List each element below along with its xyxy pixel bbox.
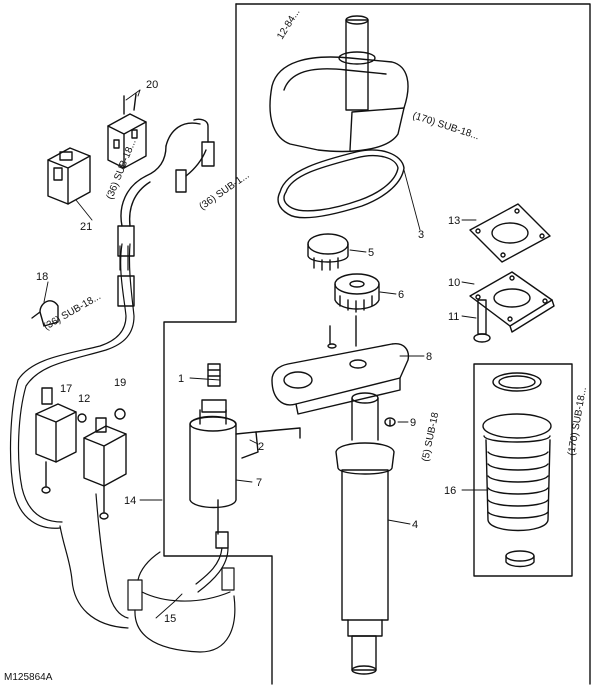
callout-8: 8 bbox=[426, 351, 432, 363]
bolt-11 bbox=[473, 299, 491, 343]
callout-18: 18 bbox=[36, 271, 48, 283]
drawing-code: M125864A bbox=[4, 672, 53, 683]
relay-socket-20 bbox=[107, 93, 147, 169]
callout-17: 17 bbox=[60, 383, 72, 395]
bellows-boot-16 bbox=[473, 363, 573, 577]
flange-plate-10 bbox=[469, 271, 555, 333]
callout-3: 3 bbox=[418, 229, 424, 241]
assembly-boundary-lines bbox=[163, 3, 591, 685]
fuse-holder bbox=[175, 118, 215, 193]
ref-note-bolt: (5) SUB-18 bbox=[420, 411, 441, 463]
ref-note-mid: (36) SUB-1... bbox=[197, 170, 251, 212]
callout-10: 10 bbox=[448, 277, 460, 289]
callout-14: 14 bbox=[124, 495, 136, 507]
steering-shroud bbox=[269, 15, 409, 153]
callout-20: 20 bbox=[146, 79, 158, 91]
callout-15: 15 bbox=[164, 613, 176, 625]
mounting-plate-8 bbox=[271, 343, 410, 415]
callout-labels: 3 5 6 8 4 9 1 7 2 13 10 11 16 14 15 18 1… bbox=[36, 79, 460, 625]
actuator-motor-7 bbox=[189, 363, 301, 549]
callout-16: 16 bbox=[444, 485, 456, 497]
steering-column-4 bbox=[335, 392, 395, 675]
relay-left-a bbox=[35, 387, 77, 494]
callout-leader-lines bbox=[43, 89, 489, 619]
callout-6: 6 bbox=[398, 289, 404, 301]
ref-note-shroud: (170) SUB-18... bbox=[411, 110, 480, 142]
cap-screws bbox=[329, 315, 396, 427]
callout-12: 12 bbox=[78, 393, 90, 405]
relay-21 bbox=[47, 147, 91, 205]
cable-clamp-18 bbox=[31, 300, 59, 327]
drive-gear-6 bbox=[334, 273, 380, 313]
callout-2: 2 bbox=[258, 441, 264, 453]
adjuster-knob-5 bbox=[307, 233, 349, 271]
callout-4: 4 bbox=[412, 519, 418, 531]
callout-9: 9 bbox=[410, 417, 416, 429]
ref-note-far-left: (36) SUB-18... bbox=[42, 291, 103, 332]
relay-left-b bbox=[77, 408, 127, 520]
ref-note-left: (36) SUB-18... bbox=[105, 138, 139, 201]
callout-5: 5 bbox=[368, 247, 374, 259]
motor-wire-harness bbox=[127, 547, 236, 653]
gasket-13 bbox=[469, 203, 551, 263]
callout-1: 1 bbox=[178, 373, 184, 385]
ref-note-top: 12-84... bbox=[275, 7, 302, 42]
harness-connector-upper bbox=[117, 122, 201, 307]
reference-notes: 12-84... (170) SUB-18... (36) SUB-1... (… bbox=[42, 7, 589, 463]
seal-ring bbox=[277, 149, 405, 219]
callout-13: 13 bbox=[448, 215, 460, 227]
callout-11: 11 bbox=[448, 311, 459, 323]
callout-7: 7 bbox=[256, 477, 262, 489]
callout-19: 19 bbox=[114, 377, 126, 389]
callout-21: 21 bbox=[80, 221, 92, 233]
ref-note-right: (170) SUB-18... bbox=[566, 386, 589, 456]
left-wire-harness bbox=[9, 243, 135, 629]
